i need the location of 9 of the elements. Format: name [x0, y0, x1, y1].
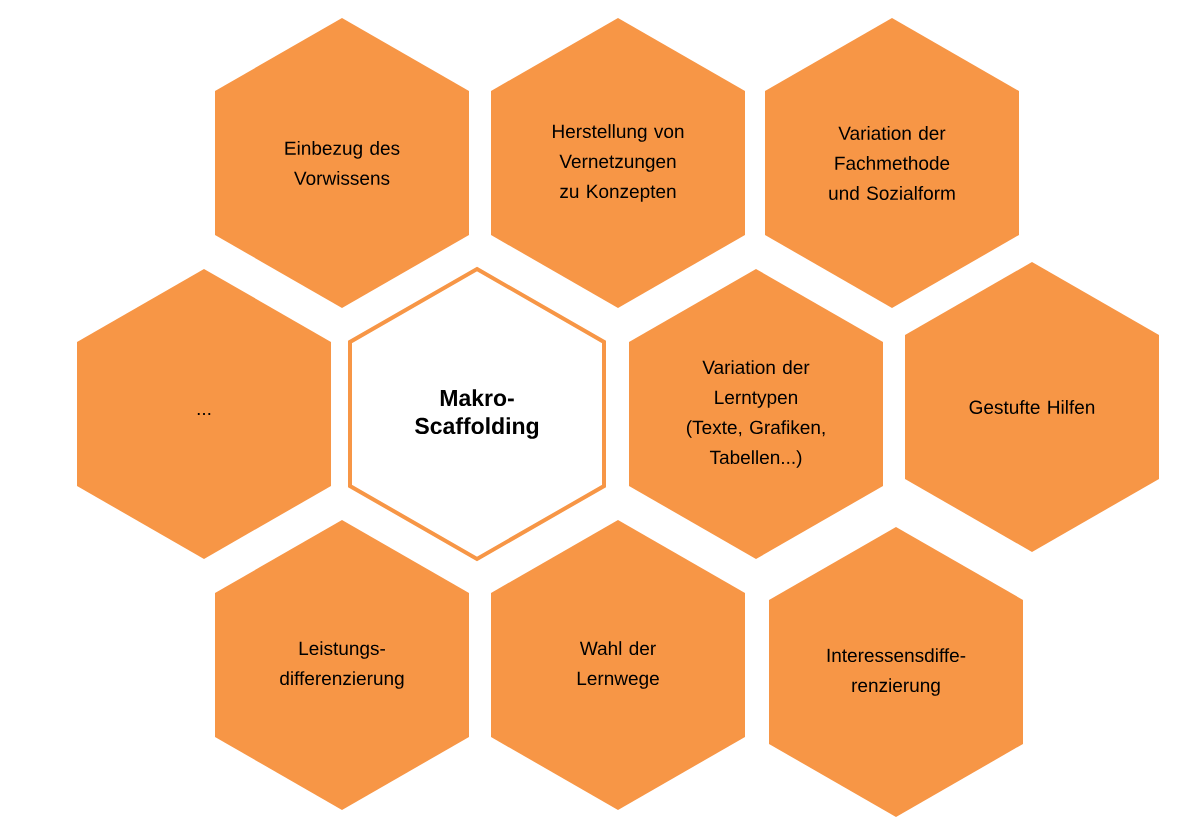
hexagon: Wahl der Lernwege	[491, 520, 745, 810]
hexagon: ...	[77, 269, 331, 559]
hexagon: Variation der Lerntypen (Texte, Grafiken, Tabellen...)	[629, 269, 883, 559]
hexagon: Gestufte Hilfen	[905, 262, 1159, 552]
hexagon: Einbezug des Vorwissens	[215, 18, 469, 308]
hexagon: Herstellung von Vernetzungen zu Konzepten	[491, 18, 745, 308]
hexagon: Leistungs-differenzierung	[215, 520, 469, 810]
hexagon: Interessensdiffe-renzierung	[769, 527, 1023, 817]
hexagon: Variation der Fachmethode und Sozialform	[765, 18, 1019, 308]
